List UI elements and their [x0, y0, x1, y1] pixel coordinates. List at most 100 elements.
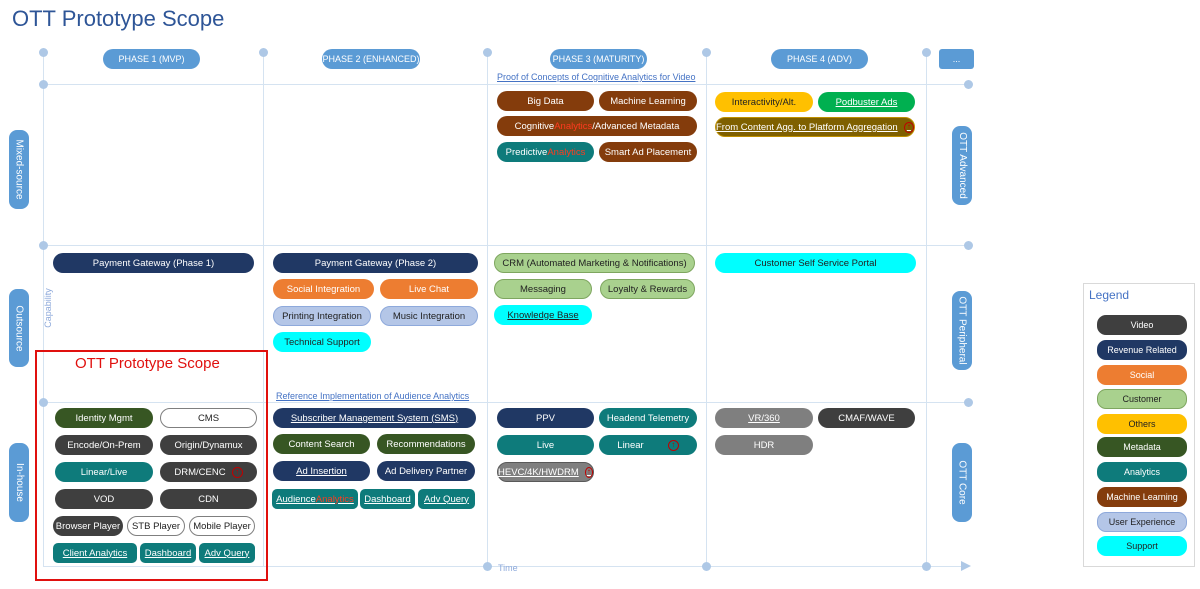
legend-others: Others: [1097, 414, 1187, 434]
item-social-integration[interactable]: Social Integration: [273, 279, 374, 299]
legend-machine-learning: Machine Learning: [1097, 487, 1187, 507]
item-dashboard-2[interactable]: Dashboard: [360, 489, 415, 509]
item-hevc[interactable]: HEVC/4K/HWDRM↑: [497, 462, 594, 482]
item-browser-player[interactable]: Browser Player: [53, 516, 123, 536]
row-label-text: Mixed-source: [13, 139, 25, 200]
item-mobile-player[interactable]: Mobile Player: [189, 516, 255, 536]
x-axis-label: Time: [498, 563, 518, 573]
item-predictive-analytics[interactable]: Predictive Analytics: [497, 142, 594, 162]
item-live[interactable]: Live: [497, 435, 594, 455]
item-payment-gateway-2[interactable]: Payment Gateway (Phase 2): [273, 253, 478, 273]
item-recommendations[interactable]: Recommendations: [377, 434, 475, 454]
item-ad-insertion[interactable]: Ad Insertion: [273, 461, 370, 481]
row-label-text: OTT Core: [956, 460, 968, 505]
upgrade-arrow-icon: ↑: [667, 439, 679, 451]
row-label-text: OTT Advanced: [956, 132, 968, 199]
grid-dot: [39, 241, 48, 250]
row-label-text: OTT Peripheral: [956, 296, 968, 365]
grid-dot: [39, 398, 48, 407]
item-technical-support[interactable]: Technical Support: [273, 332, 371, 352]
item-podbuster-ads[interactable]: Podbuster Ads: [818, 92, 915, 112]
item-ppv[interactable]: PPV: [497, 408, 594, 428]
item-hdr[interactable]: HDR: [715, 435, 813, 455]
time-arrow-icon: [961, 561, 971, 571]
item-text-highlight: Analytics: [547, 146, 586, 158]
item-live-chat[interactable]: Live Chat: [380, 279, 478, 299]
item-vr-360[interactable]: VR/360: [715, 408, 813, 428]
item-sms[interactable]: Subscriber Management System (SMS): [273, 408, 476, 428]
item-client-analytics[interactable]: Client Analytics: [53, 543, 137, 563]
item-knowledge-base[interactable]: Knowledge Base: [494, 305, 592, 325]
item-text-highlight: Analytics: [315, 493, 354, 505]
item-text: Linear: [617, 439, 644, 451]
item-headend-telemetry[interactable]: Headend Telemetry: [599, 408, 697, 428]
row-label-outsource: Outsource: [9, 289, 29, 367]
grid-dot: [702, 562, 711, 571]
row-label-text: In-house: [13, 463, 25, 502]
item-music-integration[interactable]: Music Integration: [380, 306, 478, 326]
item-crm[interactable]: CRM (Automated Marketing & Notifications…: [494, 253, 695, 273]
grid-dot: [702, 48, 711, 57]
item-ad-delivery-partner[interactable]: Ad Delivery Partner: [377, 461, 475, 481]
row-label-ott-advanced: OTT Advanced: [952, 126, 972, 205]
scope-label: OTT Prototype Scope: [75, 355, 220, 372]
item-cdn[interactable]: CDN: [160, 489, 257, 509]
item-dashboard-1[interactable]: Dashboard: [140, 543, 196, 563]
item-interactivity[interactable]: Interactivity/Alt.: [715, 92, 813, 112]
item-encode-on-prem[interactable]: Encode/On-Prem: [55, 435, 153, 455]
item-content-search[interactable]: Content Search: [273, 434, 370, 454]
item-smart-ad-placement[interactable]: Smart Ad Placement: [599, 142, 697, 162]
item-text: /Advanced Metadata: [592, 120, 680, 132]
item-linear-live[interactable]: Linear/Live: [55, 462, 153, 482]
item-text-highlight: Analytics: [554, 120, 593, 132]
grid-dot: [39, 48, 48, 57]
item-linear[interactable]: Linear ↑: [599, 435, 697, 455]
grid-line: [706, 52, 707, 566]
item-cms[interactable]: CMS: [160, 408, 257, 428]
item-text: Cognitive: [514, 120, 555, 132]
item-stb-player[interactable]: STB Player: [127, 516, 185, 536]
phase-header-3: PHASE 3 (MATURITY): [550, 49, 647, 69]
legend-social: Social: [1097, 365, 1187, 385]
item-big-data[interactable]: Big Data: [497, 91, 594, 111]
grid-dot: [922, 562, 931, 571]
grid-line: [43, 84, 968, 85]
grid-dot: [964, 80, 973, 89]
grid-line: [926, 52, 927, 566]
upgrade-arrow-icon: ↑: [231, 466, 243, 478]
item-adv-query-2[interactable]: Adv Query: [418, 489, 475, 509]
grid-dot: [259, 48, 268, 57]
y-axis-label: Capability: [43, 288, 53, 328]
item-loyalty-rewards[interactable]: Loyalty & Rewards: [600, 279, 695, 299]
item-text: DRM/CENC: [174, 466, 226, 478]
phase-header-1: PHASE 1 (MVP): [103, 49, 200, 69]
item-self-service-portal[interactable]: Customer Self Service Portal: [715, 253, 916, 273]
item-machine-learning[interactable]: Machine Learning: [599, 91, 697, 111]
grid-line: [43, 245, 968, 246]
item-identity-mgmt[interactable]: Identity Mgmt: [55, 408, 153, 428]
item-drm-cenc[interactable]: DRM/CENC ↑: [160, 462, 257, 482]
reference-note[interactable]: Reference Implementation of Audience Ana…: [276, 391, 470, 401]
item-cmaf-wave[interactable]: CMAF/WAVE: [818, 408, 915, 428]
item-printing-integration[interactable]: Printing Integration: [273, 306, 371, 326]
grid-line: [487, 52, 488, 566]
grid-dot: [39, 80, 48, 89]
item-origin-dynamux[interactable]: Origin/Dynamux: [160, 435, 257, 455]
item-cognitive[interactable]: Cognitive Analytics/Advanced Metadata: [497, 116, 697, 136]
item-payment-gateway-1[interactable]: Payment Gateway (Phase 1): [53, 253, 254, 273]
poc-note[interactable]: Proof of Concepts of Cognitive Analytics…: [497, 72, 696, 82]
legend-metadata: Metadata: [1097, 437, 1187, 457]
item-adv-query-1[interactable]: Adv Query: [199, 543, 255, 563]
phase-header-2: PHASE 2 (ENHANCED): [322, 49, 420, 69]
upgrade-arrow-icon: ↑: [584, 466, 593, 478]
upgrade-arrow-icon: ↑: [903, 121, 914, 133]
scope-outline: [35, 350, 268, 581]
item-audience-analytics[interactable]: Audience Analytics: [272, 489, 358, 509]
item-text: From Content Agg. to Platform Aggregatio…: [716, 121, 898, 133]
item-content-aggregation[interactable]: From Content Agg. to Platform Aggregatio…: [715, 117, 915, 137]
item-messaging[interactable]: Messaging: [494, 279, 592, 299]
grid-dot: [964, 398, 973, 407]
legend-user-experience: User Experience: [1097, 512, 1187, 532]
legend-customer: Customer: [1097, 389, 1187, 409]
item-vod[interactable]: VOD: [55, 489, 153, 509]
